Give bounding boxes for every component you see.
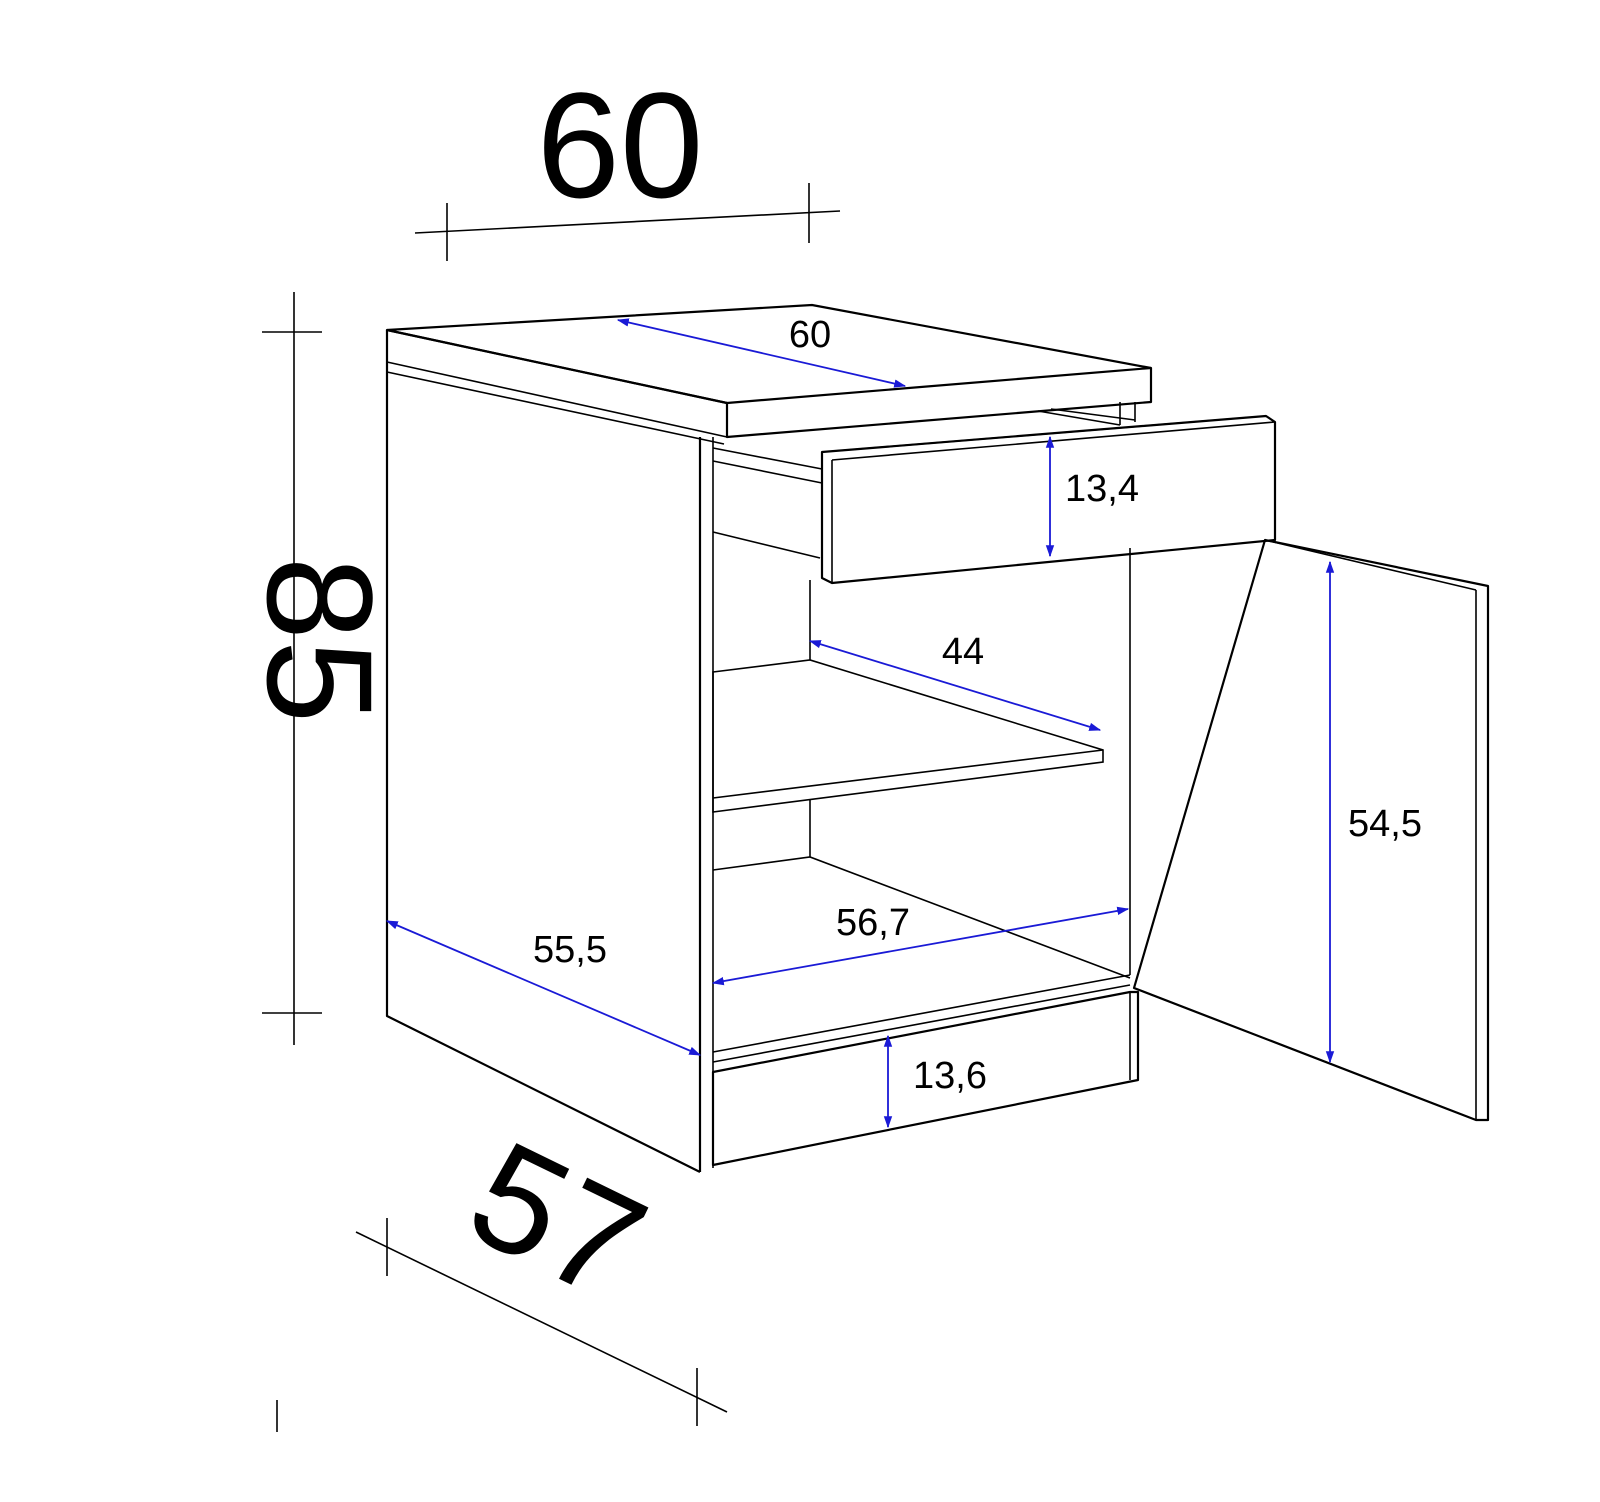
- shelf-depth-arrow: [808, 640, 1102, 731]
- side-depth-arrow: [385, 920, 702, 1056]
- overall-width-label: 60: [537, 61, 704, 229]
- cabinet-top-panel: [385, 303, 1153, 445]
- overall-height-dimension-line: [262, 292, 322, 1045]
- cabinet-drawing: [385, 303, 1490, 1173]
- cabinet-plinth: [711, 990, 1140, 1167]
- drawer-height-label: 13,4: [1065, 468, 1139, 510]
- side-depth-label: 55,5: [533, 929, 607, 971]
- top-inner-width-arrow: [616, 318, 907, 388]
- dimension-arrows: [385, 318, 1335, 1129]
- cabinet-interior: [712, 447, 1131, 1063]
- overall-depth-label: 57: [446, 1108, 670, 1332]
- plinth-height-label: 13,6: [913, 1055, 987, 1097]
- overall-height-label: 85: [236, 557, 404, 724]
- inner-width-arrow: [711, 906, 1130, 986]
- inner-width-label: 56,7: [836, 902, 910, 944]
- overall-width-dimension-line: [414, 183, 841, 261]
- door-height-label: 54,5: [1348, 803, 1422, 845]
- drawer-front: [820, 414, 1277, 585]
- cabinet-side-panel: [385, 330, 714, 1173]
- top-inner-width-label: 60: [789, 314, 831, 356]
- overall-depth-dimension-line: [276, 1218, 728, 1432]
- cabinet-door: [1132, 538, 1490, 1122]
- shelf-depth-label: 44: [942, 631, 984, 673]
